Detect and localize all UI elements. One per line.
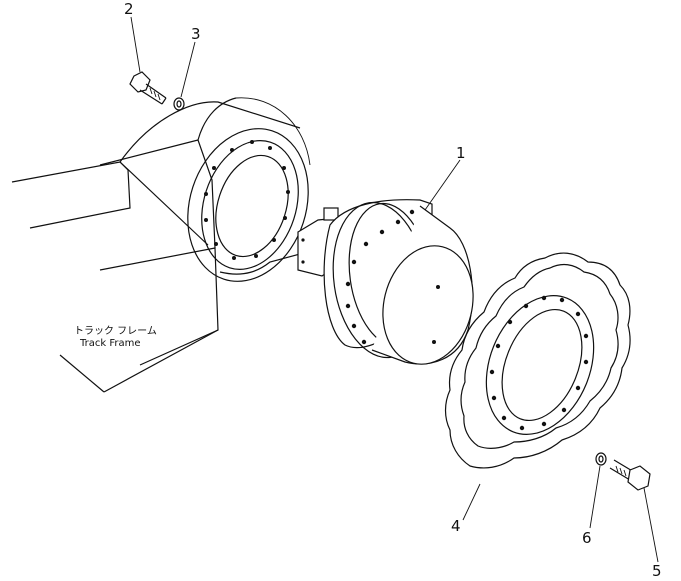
track-frame-label-en: Track Frame	[79, 338, 141, 349]
bolt-part-5	[609, 459, 651, 491]
callout-3: 3	[191, 25, 201, 43]
callout-2: 2	[124, 0, 134, 18]
drive-flange-holes	[345, 209, 415, 345]
sprocket-bolt-holes	[489, 295, 589, 431]
washer-part-3	[173, 97, 185, 111]
callout-4: 4	[451, 517, 461, 535]
track-frame	[11, 97, 316, 393]
housing-bolt-holes	[204, 140, 290, 260]
leader-lines	[130, 16, 659, 563]
callout-1: 1	[456, 144, 466, 162]
track-frame-label-jp: トラック フレーム	[74, 325, 157, 337]
washer-part-6	[595, 452, 607, 466]
bolt-part-2	[129, 71, 167, 105]
sprocket-part-4	[444, 252, 631, 469]
final-drive-part-1	[297, 199, 474, 365]
callout-6: 6	[582, 529, 592, 547]
callout-5: 5	[652, 562, 662, 580]
